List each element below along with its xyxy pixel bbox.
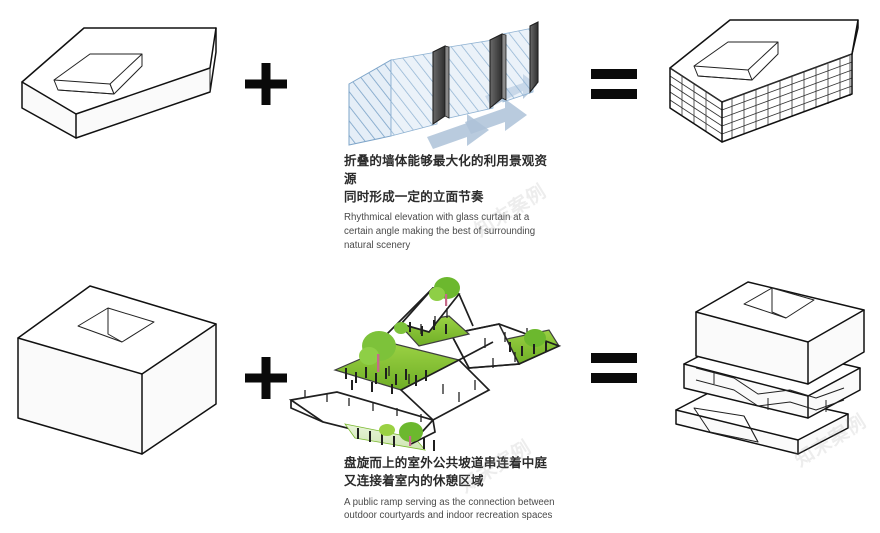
caption-row1-en: Rhythmical elevation with glass curtain … <box>344 212 536 251</box>
landscaped-public-ramp <box>283 272 563 454</box>
operator-equals-row1 <box>588 62 640 106</box>
operator-equals-row2 <box>588 346 640 390</box>
operator-plus-row2 <box>240 352 292 404</box>
glass-curtain-panels <box>345 14 540 154</box>
caption-row1: 折叠的墙体能够最大化的利用景观资源 同时形成一定的立面节奏 Rhythmical… <box>344 153 559 253</box>
caption-row2-cn-line1: 盘旋而上的室外公共坡道串连着中庭 <box>344 456 548 470</box>
row-folded-facade-strategy: 折叠的墙体能够最大化的利用景观资源 同时形成一定的立面节奏 Rhythmical… <box>0 0 880 266</box>
caption-row1-cn-line1: 折叠的墙体能够最大化的利用景观资源 <box>344 154 548 186</box>
base-mass-cube <box>12 268 227 458</box>
operator-plus-row1 <box>240 58 292 110</box>
row-public-ramp-strategy: 盘旋而上的室外公共坡道串连着中庭 又连接着室内的休憩区域 A public ra… <box>0 266 880 533</box>
caption-row1-cn-line2: 同时形成一定的立面节奏 <box>344 189 484 204</box>
base-mass-linear-bar <box>14 6 224 146</box>
result-stacked-volumes <box>648 268 876 458</box>
result-gridded-bar <box>660 6 875 151</box>
caption-row2: 盘旋而上的室外公共坡道串连着中庭 又连接着室内的休憩区域 A public ra… <box>344 455 559 523</box>
caption-row2-cn-line2: 又连接着室内的休憩区域 <box>344 473 484 488</box>
caption-row2-en: A public ramp serving as the connection … <box>344 496 555 522</box>
